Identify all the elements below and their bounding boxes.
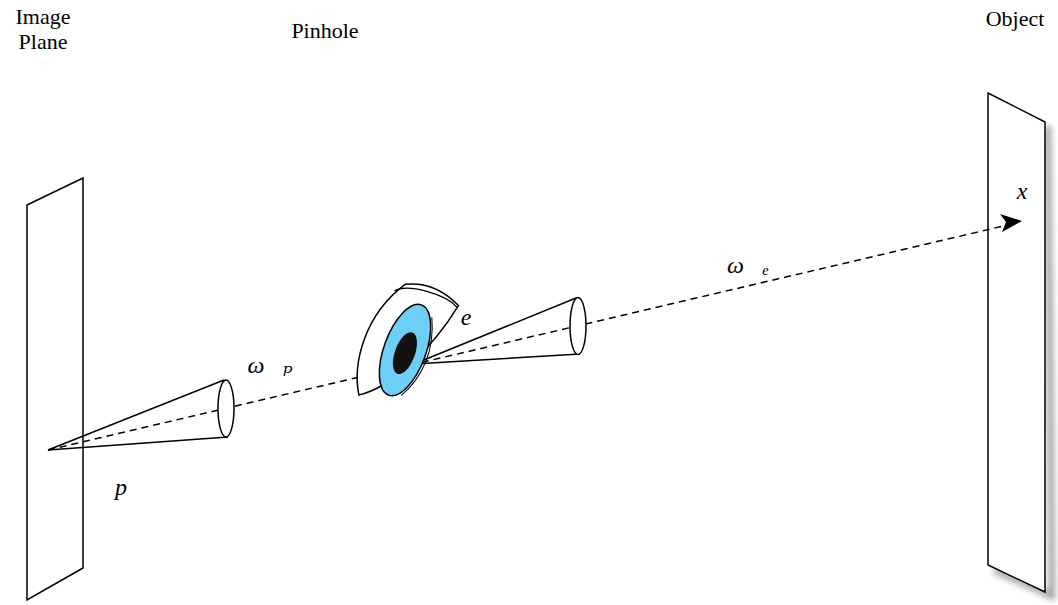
plane-label: Image Plane xyxy=(3,4,83,55)
image-plane xyxy=(27,178,83,600)
direction-label: ω⃗ₑ xyxy=(723,252,773,280)
object-plane xyxy=(988,93,1045,592)
ray-line xyxy=(48,224,1012,450)
cone-p xyxy=(48,380,234,450)
point-label: x xyxy=(1007,178,1037,206)
object-label: Object xyxy=(975,6,1055,31)
point-label: p xyxy=(106,474,136,502)
ray-arrowhead xyxy=(1000,214,1022,232)
point-label: e xyxy=(451,304,481,332)
pinhole-label: Pinhole xyxy=(265,18,385,43)
direction-label: ω⃗ₚ xyxy=(245,352,295,380)
eye-symbol xyxy=(346,272,461,416)
